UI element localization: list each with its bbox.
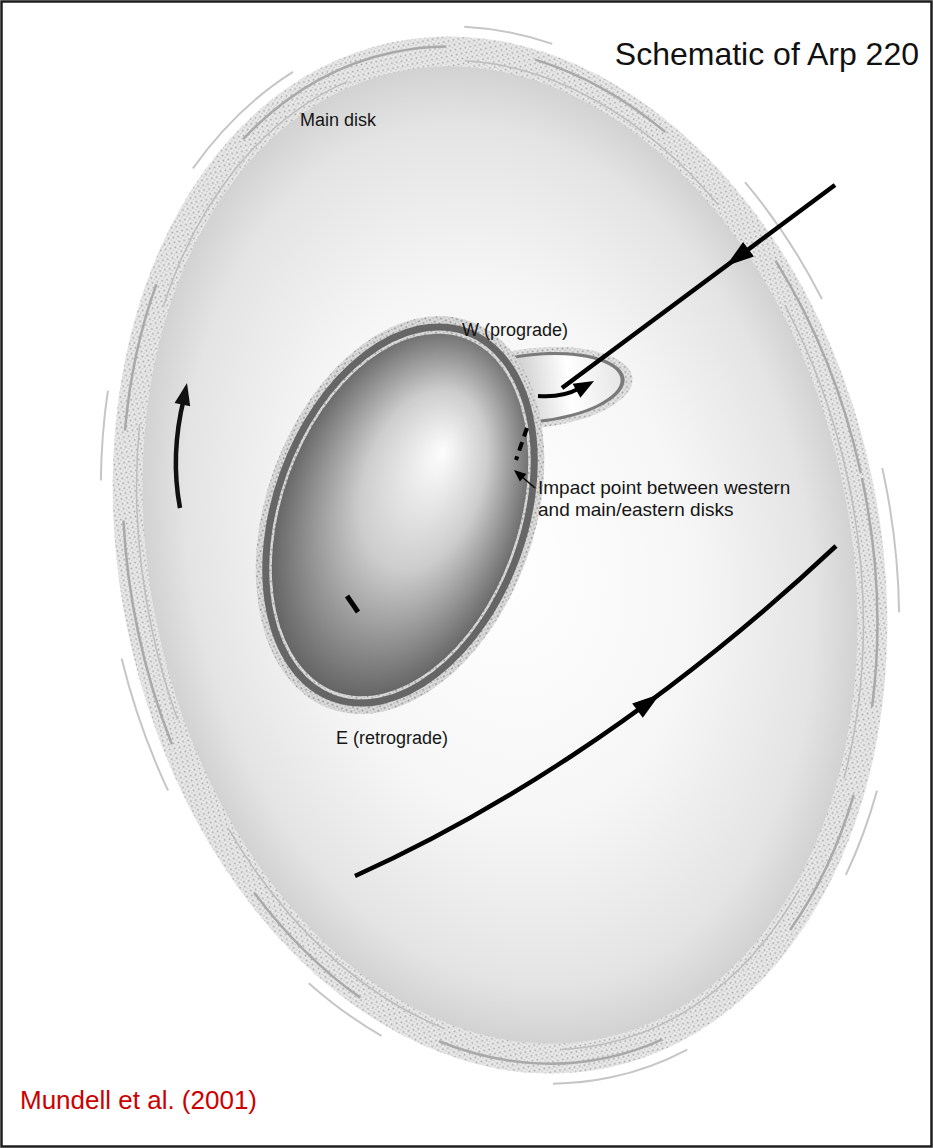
disk-label: E (retrograde)	[336, 728, 448, 749]
diagram-title: Schematic of Arp 220	[615, 36, 919, 73]
citation-caption: Mundell et al. (2001)	[20, 1086, 257, 1116]
disk-edge	[442, 344, 628, 432]
text-holder: Schematic of Arp 220	[615, 36, 919, 73]
leader-line	[521, 476, 535, 488]
eastern-trajectory	[355, 546, 836, 876]
disk-rim	[433, 338, 636, 438]
rotation-arrowhead	[573, 381, 594, 398]
swirl-arc	[31, 0, 933, 1135]
trajectory-arrowhead	[632, 694, 660, 718]
eastern-disk-shape	[204, 276, 597, 755]
rotation-mark	[347, 596, 358, 612]
disk-illustration	[95, 30, 895, 1080]
hidden-trajectory	[516, 428, 527, 460]
western-trajectory	[562, 185, 835, 388]
disk-rim	[19, 0, 933, 1147]
trajectory-arrowhead	[726, 242, 754, 266]
swirl-arc	[6, 0, 933, 1148]
rotation-arrowhead	[175, 383, 191, 406]
text-holder: E (retrograde)	[336, 728, 448, 749]
annotation-label: Impact point between western and main/ea…	[538, 477, 808, 521]
western-disk-shape	[433, 338, 636, 438]
main-disk: Main disk W (prograde) E (retrograde)	[95, 30, 895, 1080]
disk-edge	[217, 289, 583, 740]
eastern-disk: E (retrograde)	[262, 318, 538, 763]
disk-label: Main disk	[300, 110, 376, 131]
main-disk-shape	[6, 0, 933, 1148]
rotation-arrow	[176, 398, 184, 508]
disk-face	[446, 347, 624, 429]
disk-illustration	[262, 318, 538, 763]
text-holder: W (prograde)	[462, 320, 568, 341]
disk-face	[225, 298, 575, 732]
western-disk: W (prograde)	[440, 316, 640, 428]
disk-face	[55, 0, 933, 1111]
text-holder: Mundell et al. (2001)	[20, 1086, 257, 1116]
disk-label: W (prograde)	[462, 320, 568, 341]
text-holder: Main disk	[300, 110, 376, 131]
swirl-arc	[48, 0, 933, 1118]
leader-arrowhead	[514, 470, 526, 482]
rotation-arrow	[538, 388, 580, 396]
disk-rim	[204, 276, 597, 755]
text-holder: Impact point between western and main/ea…	[538, 477, 808, 521]
